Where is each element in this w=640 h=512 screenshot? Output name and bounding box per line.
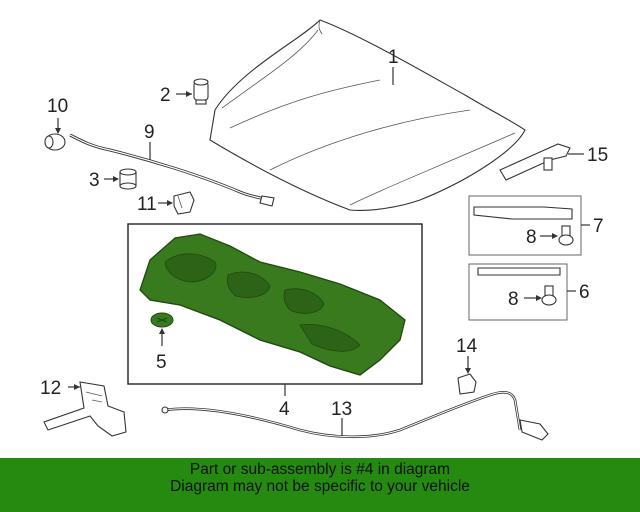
clip-5-part[interactable] — [150, 312, 174, 328]
callout-1: 1 — [388, 47, 399, 68]
bolt-part[interactable] — [558, 225, 574, 246]
callout-6: 6 — [579, 282, 590, 303]
release-cable-part[interactable] — [161, 390, 549, 441]
callout-2: 2 — [160, 85, 171, 106]
info-banner: Part or sub-assembly is #4 in diagram Di… — [0, 458, 640, 512]
callout-14: 14 — [456, 336, 478, 357]
cap-part[interactable] — [119, 168, 137, 190]
callout-3: 3 — [89, 170, 100, 191]
clip-part[interactable] — [173, 191, 195, 215]
support-rod-part[interactable] — [69, 133, 275, 207]
cable-clip-part[interactable] — [457, 373, 477, 395]
latch-part[interactable] — [43, 381, 127, 437]
callout-8a: 8 — [526, 227, 537, 248]
parts-diagram: 1 2 10 9 3 11 15 — [40, 19, 608, 441]
bumper-stop-part[interactable] — [193, 78, 209, 105]
banner-line-1: Part or sub-assembly is #4 in diagram — [189, 461, 451, 478]
callout-11: 11 — [137, 194, 157, 215]
callout-8b: 8 — [508, 289, 519, 310]
callout-9: 9 — [144, 122, 155, 143]
callout-15: 15 — [587, 145, 608, 166]
callout-7: 7 — [593, 216, 604, 237]
bracket-15-part[interactable] — [499, 143, 571, 181]
part-6-box — [468, 263, 568, 321]
part-7-box — [468, 195, 582, 256]
callout-5: 5 — [156, 352, 167, 373]
hood-part[interactable] — [209, 19, 526, 211]
callout-13: 13 — [331, 399, 352, 420]
callout-12: 12 — [40, 378, 61, 399]
callout-4: 4 — [279, 399, 290, 420]
hood-insulator-part[interactable] — [139, 233, 406, 376]
callout-10: 10 — [47, 96, 68, 117]
bolt-part-2[interactable] — [541, 285, 557, 306]
banner-line-2: Diagram may not be specific to your vehi… — [170, 478, 470, 495]
grommet-part[interactable] — [44, 133, 66, 151]
